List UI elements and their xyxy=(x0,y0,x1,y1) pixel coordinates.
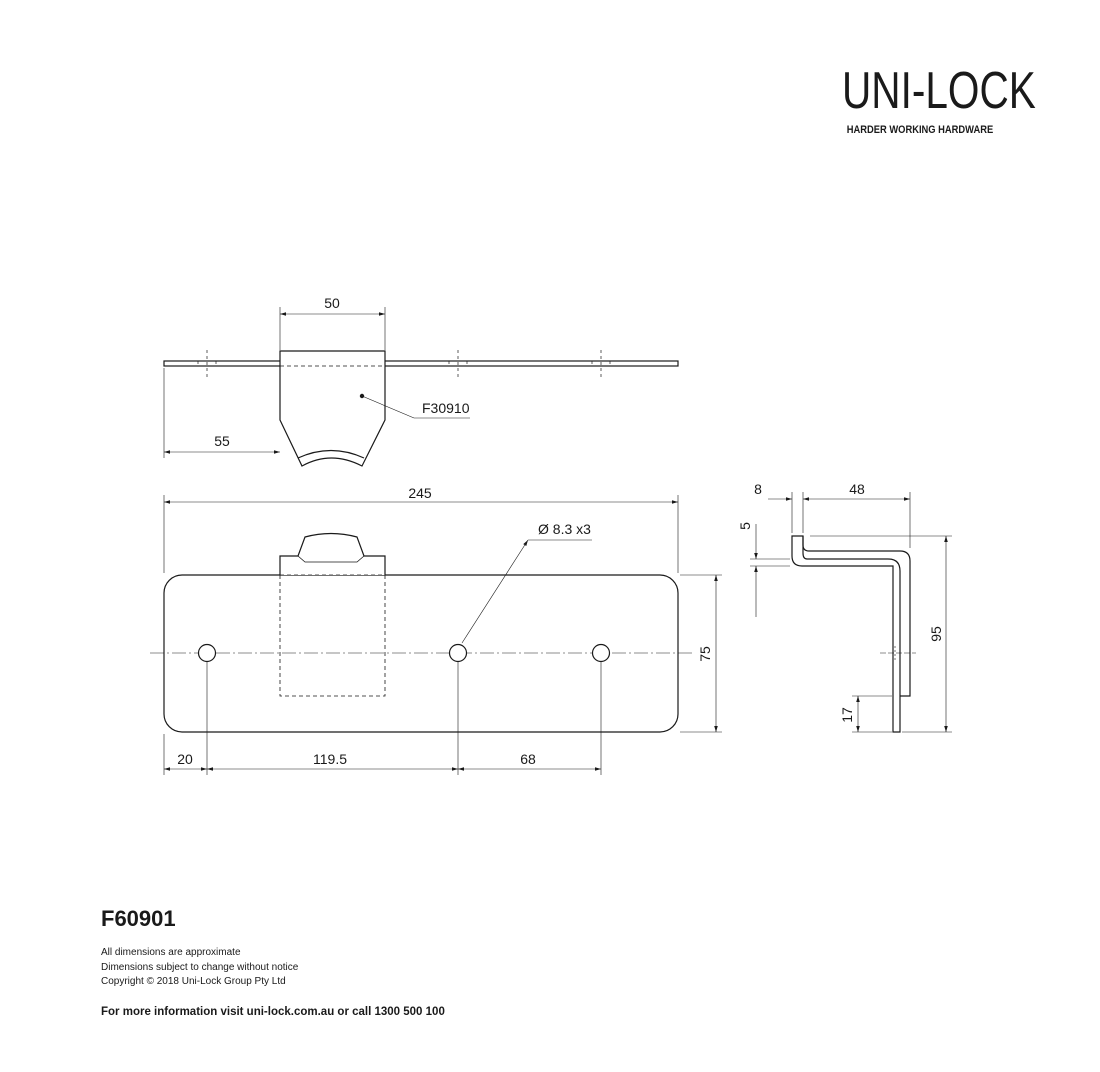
plate-front xyxy=(163,574,679,733)
bracket-profile xyxy=(791,535,901,733)
saddle-curve xyxy=(297,449,365,459)
brand-logo: UNI-LOCK HARDER WORKING HARDWARE xyxy=(820,60,1036,136)
saddle-front xyxy=(279,532,386,575)
dim-top-offset: 55 xyxy=(214,433,230,449)
plate-edge xyxy=(163,360,679,367)
note-copyright: Copyright © 2018 Uni-Lock Group Pty Ltd xyxy=(101,976,286,987)
dim-side-lip: 5 xyxy=(737,522,753,530)
dim-front-height: 75 xyxy=(697,646,713,662)
dim-side-bottom: 17 xyxy=(839,707,855,723)
dim-hole-3: 68 xyxy=(520,751,536,767)
side-view xyxy=(750,492,952,733)
front-view xyxy=(150,495,722,775)
dim-hole-1: 20 xyxy=(177,751,193,767)
callout-part-ref: F30910 xyxy=(422,400,470,416)
saddle-hidden xyxy=(279,574,386,697)
part-number: F60901 xyxy=(101,906,176,931)
brand-tagline: HARDER WORKING HARDWARE xyxy=(846,124,994,136)
bracket-outer xyxy=(802,536,911,697)
top-view xyxy=(163,307,679,467)
mounting-hole xyxy=(197,643,217,663)
top-hole-marks xyxy=(197,350,611,378)
dim-side-thickness: 8 xyxy=(754,481,762,497)
dim-side-height: 95 xyxy=(928,626,944,642)
dim-front-length: 245 xyxy=(408,485,432,501)
note-subject-to-change: Dimensions subject to change without not… xyxy=(101,961,299,973)
dim-side-depth: 48 xyxy=(849,481,865,497)
mounting-hole xyxy=(591,643,611,663)
dim-top-width: 50 xyxy=(324,295,340,311)
contact-info: For more information visit uni-lock.com.… xyxy=(101,1005,445,1018)
callout-hole-diameter: Ø 8.3 x3 xyxy=(538,521,591,537)
note-approximate: All dimensions are approximate xyxy=(101,947,241,958)
dim-hole-2: 119.5 xyxy=(313,751,347,767)
footer: F60901 All dimensions are approximate Di… xyxy=(101,906,445,1018)
mounting-hole xyxy=(448,643,468,663)
saddle-top xyxy=(279,350,386,467)
